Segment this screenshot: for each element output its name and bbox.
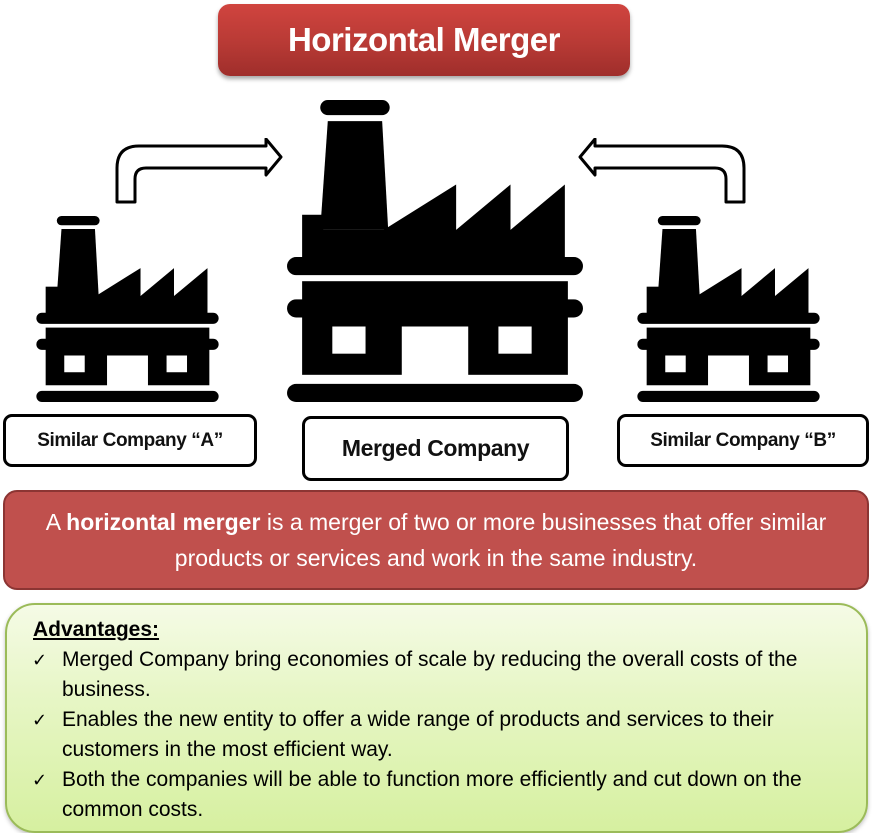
merged-company-label: Merged Company bbox=[341, 435, 530, 461]
advantages-box: Advantages: ✓ Merged Company bring econo… bbox=[5, 603, 868, 833]
advantage-text: Both the companies will be able to funct… bbox=[62, 768, 802, 821]
factory-icon-company-a bbox=[36, 216, 219, 402]
company-b-label: Similar Company “B” bbox=[650, 429, 836, 451]
advantage-item: ✓ Enables the new entity to offer a wide… bbox=[32, 705, 846, 765]
definition-suffix: is a merger of two or more businesses th… bbox=[174, 509, 827, 571]
factory-icon-company-b bbox=[637, 216, 820, 402]
factory-icon-merged-company bbox=[287, 100, 583, 402]
checkmark-icon: ✓ bbox=[32, 710, 48, 730]
diagram-title: Horizontal Merger bbox=[218, 4, 630, 76]
definition-prefix: A bbox=[45, 509, 67, 535]
advantages-list: ✓ Merged Company bring economies of scal… bbox=[32, 645, 846, 825]
merged-company-label-box: Merged Company bbox=[302, 416, 569, 481]
checkmark-icon: ✓ bbox=[32, 650, 48, 670]
company-a-label-box: Similar Company “A” bbox=[3, 414, 257, 467]
advantage-text: Merged Company bring economies of scale … bbox=[62, 648, 798, 701]
bent-arrow-left-icon bbox=[578, 138, 746, 204]
advantages-heading: Advantages: bbox=[33, 618, 160, 641]
definition-text: A horizontal merger is a merger of two o… bbox=[25, 504, 847, 576]
company-b-label-box: Similar Company “B” bbox=[617, 414, 869, 467]
bent-arrow-right-icon bbox=[115, 138, 283, 204]
advantage-item: ✓ Merged Company bring economies of scal… bbox=[32, 645, 846, 705]
company-a-label: Similar Company “A” bbox=[37, 429, 223, 451]
checkmark-icon: ✓ bbox=[32, 770, 48, 790]
definition-term: horizontal merger bbox=[66, 509, 261, 535]
advantage-item: ✓ Both the companies will be able to fun… bbox=[32, 765, 846, 825]
definition-box: A horizontal merger is a merger of two o… bbox=[3, 490, 869, 590]
advantage-text: Enables the new entity to offer a wide r… bbox=[62, 708, 774, 761]
